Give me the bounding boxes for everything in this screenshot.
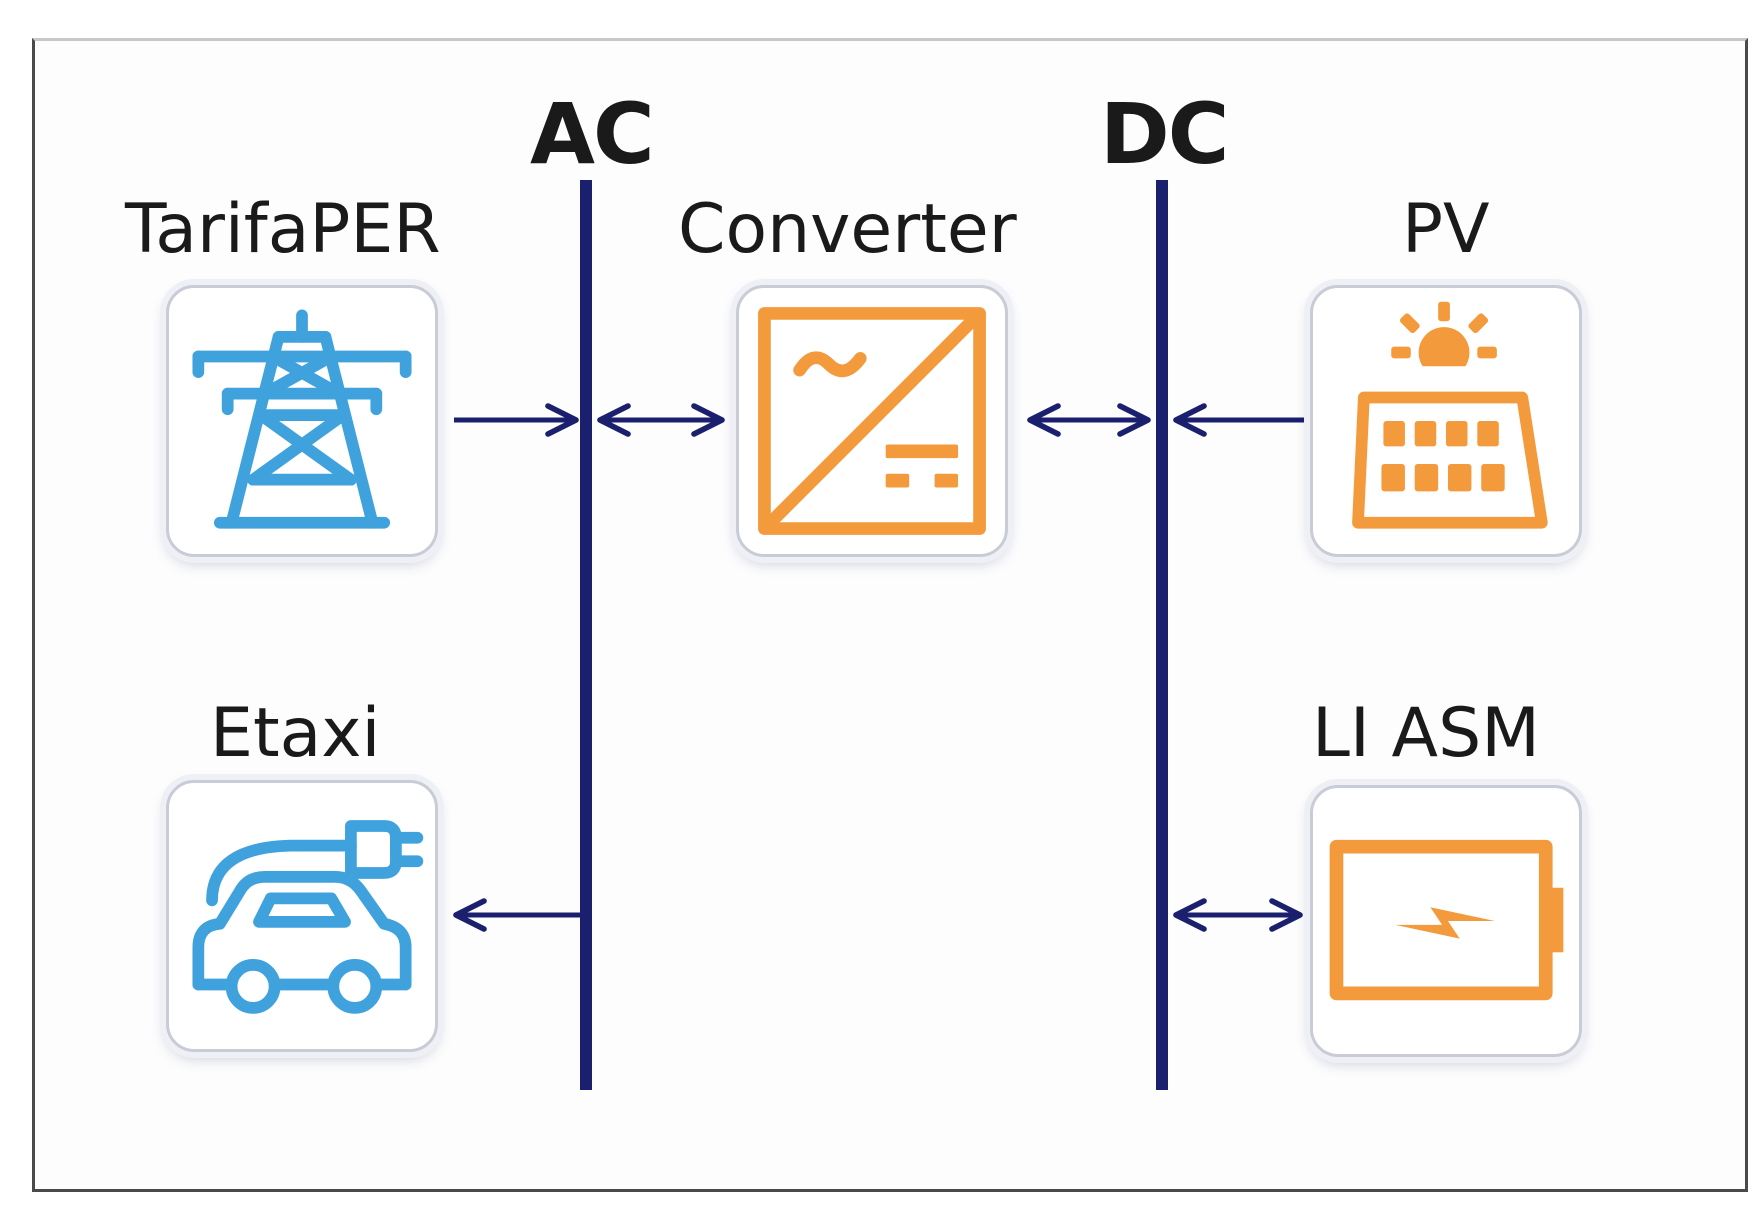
pv-label: PV xyxy=(1402,190,1490,269)
dc-bus-label: DC xyxy=(1100,85,1229,183)
transmission-tower-icon xyxy=(192,309,412,529)
electric-car-icon xyxy=(192,820,424,1014)
grid-node xyxy=(166,285,438,557)
etaxi-node xyxy=(166,780,438,1052)
battery-label: LI ASM xyxy=(1312,694,1540,773)
converter-node xyxy=(736,285,1008,557)
battery-icon xyxy=(1329,839,1564,1001)
ac-dc-converter-icon xyxy=(758,307,986,535)
solar-panel-icon xyxy=(1352,301,1548,529)
pv-node xyxy=(1310,285,1582,557)
battery-node xyxy=(1310,785,1582,1057)
ac-bus-label: AC xyxy=(530,85,655,183)
converter-label: Converter xyxy=(678,190,1017,269)
grid-label: TarifaPER xyxy=(125,190,441,269)
etaxi-label: Etaxi xyxy=(210,694,381,773)
